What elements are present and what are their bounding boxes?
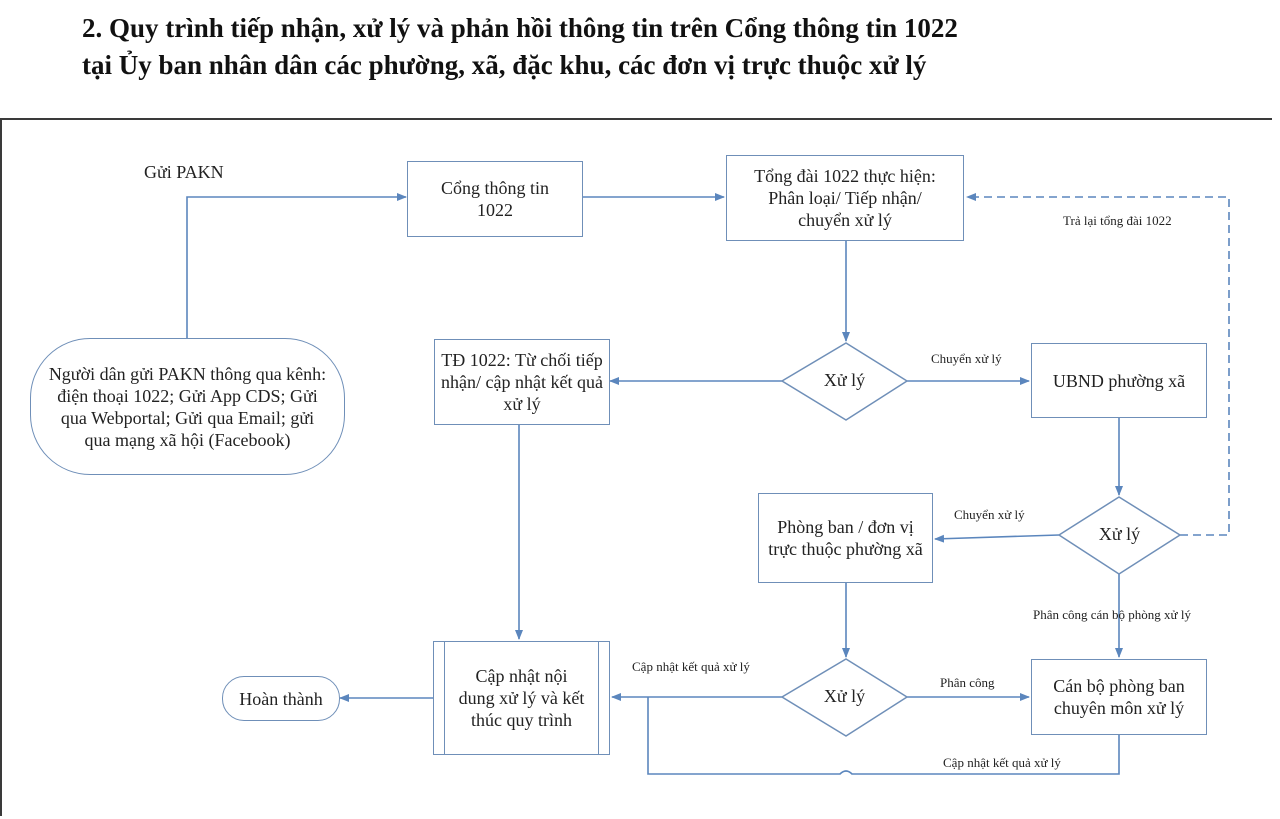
td-reject-node: TĐ 1022: Từ chối tiếp nhận/ cập nhật kết… bbox=[434, 339, 610, 425]
decision2-shape bbox=[1057, 496, 1182, 575]
switchboard-node: Tổng đài 1022 thực hiện: Phân loại/ Tiếp… bbox=[726, 155, 964, 241]
ubnd-node: UBND phường xã bbox=[1031, 343, 1207, 418]
diagram-frame bbox=[0, 118, 1272, 816]
edge-decision2-to-department bbox=[934, 534, 1060, 543]
title-line-1: 2. Quy trình tiếp nhận, xử lý và phản hồ… bbox=[82, 13, 958, 43]
update-content-node: Cập nhật nội dung xử lý và kết thúc quy … bbox=[433, 641, 610, 755]
edge-staff-to-update bbox=[647, 697, 1120, 775]
decision3-label: Xử lý bbox=[823, 686, 866, 706]
decision3-shape bbox=[780, 658, 909, 737]
send-pakn-label: Gửi PAKN bbox=[144, 162, 224, 182]
td-reject-text: TĐ 1022: Từ chối tiếp nhận/ cập nhật kết… bbox=[441, 350, 603, 414]
complete-text: Hoàn thành bbox=[239, 688, 323, 709]
title-line-2: tại Ủy ban nhân dân các phường, xã, đặc … bbox=[82, 50, 927, 80]
decision1-shape bbox=[780, 342, 909, 421]
label-transfer-2: Chuyển xử lý bbox=[954, 507, 1025, 522]
department-node: Phòng ban / đơn vị trực thuộc phường xã bbox=[758, 493, 933, 583]
staff-node: Cán bộ phòng ban chuyên môn xử lý bbox=[1031, 659, 1207, 735]
portal-node: Cổng thông tin 1022 bbox=[407, 161, 583, 237]
ubnd-text: UBND phường xã bbox=[1052, 370, 1186, 391]
label-transfer-1: Chuyển xử lý bbox=[931, 351, 1002, 366]
label-assign-staff: Phân công cán bộ phòng xử lý bbox=[1033, 607, 1191, 622]
update-content-text: Cập nhật nội dung xử lý và kết thúc quy … bbox=[458, 666, 585, 730]
citizen-node: Người dân gửi PAKN thông qua kênh: điện … bbox=[30, 338, 345, 475]
label-update-result-1: Cập nhật kết quả xử lý bbox=[632, 659, 750, 674]
decision2-label: Xử lý bbox=[1098, 524, 1141, 544]
portal-text: Cổng thông tin 1022 bbox=[440, 178, 549, 220]
label-update-result-2: Cập nhật kết quả xử lý bbox=[943, 755, 1061, 770]
edge-citizen-to-portal bbox=[186, 193, 407, 338]
citizen-text: Người dân gửi PAKN thông qua kênh: điện … bbox=[48, 363, 327, 450]
switchboard-text: Tổng đài 1022 thực hiện: Phân loại/ Tiếp… bbox=[754, 166, 936, 230]
complete-node: Hoàn thành bbox=[222, 676, 340, 721]
label-assign: Phân công bbox=[940, 675, 995, 690]
decision1-label: Xử lý bbox=[823, 370, 866, 390]
staff-text: Cán bộ phòng ban chuyên môn xử lý bbox=[1053, 676, 1185, 718]
label-return-switchboard: Trả lại tổng đài 1022 bbox=[1063, 213, 1172, 228]
page-title: 2. Quy trình tiếp nhận, xử lý và phản hồ… bbox=[82, 10, 958, 84]
department-text: Phòng ban / đơn vị trực thuộc phường xã bbox=[768, 517, 923, 559]
